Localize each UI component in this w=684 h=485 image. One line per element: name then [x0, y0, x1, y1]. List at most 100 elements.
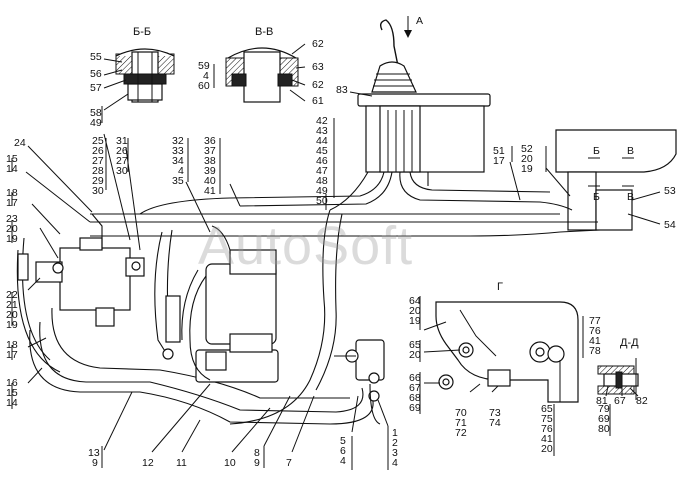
callout-g-20c: 20 — [541, 443, 553, 455]
section-g: Г — [423, 281, 579, 403]
callout-39: 39 — [204, 165, 216, 177]
callout-5: 5 — [340, 435, 346, 447]
callout-g-68: 68 — [409, 392, 421, 404]
callout-g-66: 66 — [409, 372, 421, 384]
pump-line-fitting — [165, 295, 181, 343]
callout-1: 1 — [392, 427, 398, 439]
tank-fitting-2 — [595, 189, 633, 231]
callout-g-73: 73 — [489, 407, 501, 419]
joystick-flange — [357, 93, 491, 107]
callout-35: 35 — [172, 175, 184, 187]
callout-g-72: 72 — [455, 427, 467, 439]
callout-dd-67: 67 — [614, 395, 626, 407]
bb-nut-right — [157, 53, 175, 75]
callout-18a: 18 — [6, 187, 18, 199]
distributor-body — [355, 339, 385, 381]
pump-top — [229, 249, 277, 275]
callout-17a: 17 — [6, 197, 18, 209]
callout-10: 10 — [224, 457, 236, 469]
pump-body — [205, 263, 277, 345]
bb-collar — [123, 73, 167, 85]
callout-25: 25 — [92, 135, 104, 147]
callout-42: 42 — [316, 115, 328, 127]
callout-56: 56 — [90, 68, 102, 80]
callout-32: 32 — [172, 135, 184, 147]
valve-block-body — [59, 247, 131, 311]
valve-block-cap — [17, 253, 29, 281]
callout-g-41a: 41 — [541, 433, 553, 445]
callout-26a: 26 — [92, 145, 104, 157]
callout-3: 3 — [392, 447, 398, 459]
callout-17c: 17 — [493, 155, 505, 167]
callout-4d: 4 — [392, 457, 398, 469]
pump-port — [205, 351, 227, 371]
callout-14b: 14 — [6, 397, 18, 409]
mark-v2: В — [627, 191, 634, 203]
callout-4c: 4 — [340, 455, 346, 467]
callout-g-20a: 20 — [409, 305, 421, 317]
callout-53: 53 — [664, 185, 676, 197]
callout-33: 33 — [172, 145, 184, 157]
callout-9b: 9 — [254, 457, 260, 469]
distributor — [334, 339, 385, 425]
callout-29: 29 — [92, 175, 104, 187]
callout-57: 57 — [90, 82, 102, 94]
hose-bundle — [16, 171, 601, 425]
callout-47: 47 — [316, 165, 328, 177]
callout-63: 63 — [312, 61, 324, 73]
mark-b2: Б — [593, 191, 600, 203]
callout-4b: 4 — [178, 165, 184, 177]
callout-14a: 14 — [6, 163, 18, 175]
section-g-fitting — [487, 369, 511, 387]
joystick-valve-block — [379, 105, 421, 173]
callout-g-74: 74 — [489, 417, 501, 429]
callout-58: 58 — [90, 107, 102, 119]
callout-37: 37 — [204, 145, 216, 157]
main-pump — [154, 225, 279, 383]
leader-lines — [11, 118, 611, 470]
callout-19b: 19 — [6, 319, 18, 331]
callout-60: 60 — [198, 80, 210, 92]
callout-g-69: 69 — [409, 402, 421, 414]
callout-15b: 15 — [6, 387, 18, 399]
tank-fitting-1 — [567, 171, 597, 231]
view-arrow-icon — [404, 30, 412, 38]
callout-45: 45 — [316, 145, 328, 157]
watermark-text: AutoSoft — [198, 216, 413, 276]
joystick-boot — [371, 61, 417, 93]
callout-dd-79: 79 — [598, 403, 610, 415]
callout-20a: 20 — [6, 223, 18, 235]
callout-54: 54 — [664, 219, 676, 231]
dd-seal — [615, 371, 623, 389]
section-dd-title: Д-Д — [620, 337, 639, 349]
callout-g-77: 77 — [589, 315, 601, 327]
callout-26b: 26 — [116, 145, 128, 157]
callout-12: 12 — [142, 457, 154, 469]
callout-83: 83 — [336, 84, 348, 96]
callout-52: 52 — [521, 143, 533, 155]
callout-dd-82: 82 — [636, 395, 648, 407]
callout-g-20b: 20 — [409, 349, 421, 361]
section-g-title: Г — [497, 281, 503, 293]
callout-g-78: 78 — [589, 345, 601, 357]
section-bb: Б-Б — [101, 26, 175, 123]
callout-62b: 62 — [312, 79, 324, 91]
section-g-housing — [435, 301, 579, 403]
callout-g-71: 71 — [455, 417, 467, 429]
section-vv: В-В — [213, 26, 306, 103]
callout-31: 31 — [116, 135, 128, 147]
callout-43: 43 — [316, 125, 328, 137]
callout-2: 2 — [392, 437, 398, 449]
callout-16: 16 — [6, 377, 18, 389]
bb-base — [127, 83, 163, 101]
valve-block-top — [79, 237, 103, 251]
callout-8: 8 — [254, 447, 260, 459]
section-vv-title: В-В — [255, 26, 273, 38]
callout-20d: 20 — [521, 153, 533, 165]
callout-g-76b: 76 — [589, 325, 601, 337]
callout-6: 6 — [340, 445, 346, 457]
callout-51: 51 — [493, 145, 505, 157]
callout-g-75: 75 — [541, 413, 553, 425]
callout-61: 61 — [312, 95, 324, 107]
